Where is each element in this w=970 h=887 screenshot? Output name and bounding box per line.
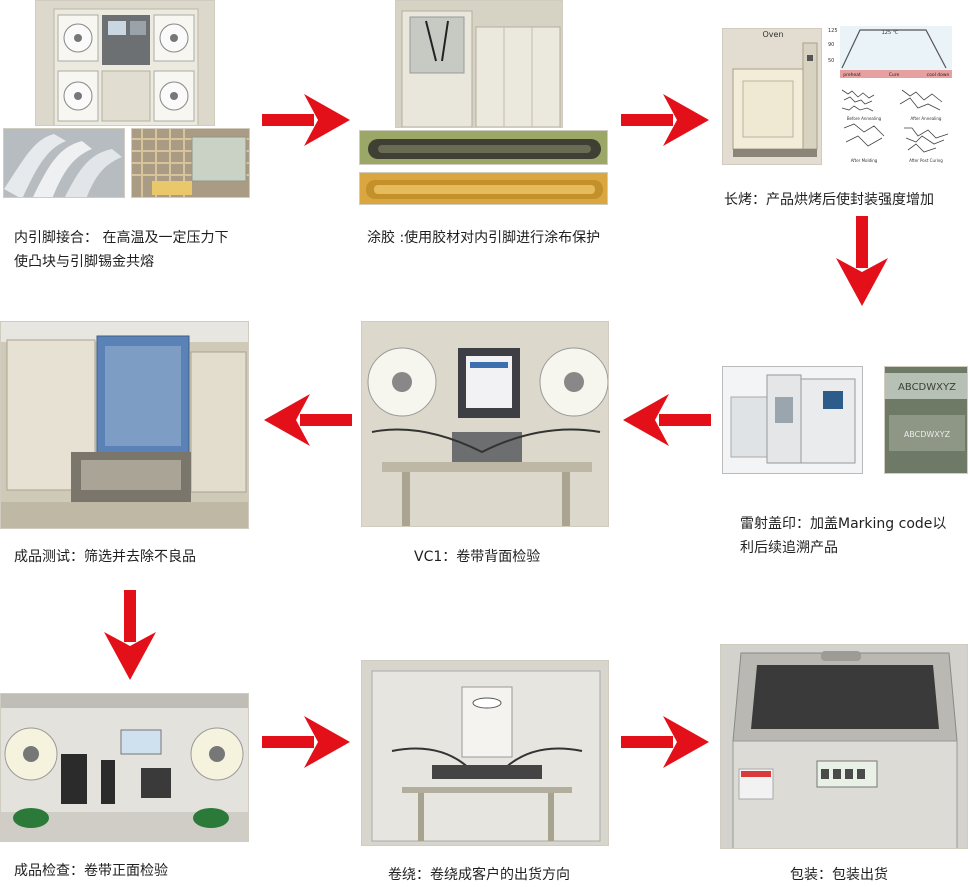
svg-text:50: 50	[828, 58, 834, 64]
arrow-right-icon	[621, 94, 709, 146]
svg-text:After Post Curing: After Post Curing	[909, 158, 943, 163]
step-caption-bonding: 内引脚接合： 在高温及一定压力下 使凸块与引脚锡金共熔	[14, 230, 229, 270]
molecular-structure-panels: Before Annealing After Annealing After M…	[836, 84, 956, 166]
bonding-machine-photo	[35, 0, 215, 126]
lead-pattern-photo	[131, 128, 250, 198]
svg-text:cool down: cool down	[927, 72, 950, 78]
step-caption-long-bake: 长烤：产品烘烤后使封装强度增加	[724, 192, 934, 208]
step-caption-packing: 包装：包装出货	[790, 867, 888, 883]
svg-text:Before Annealing: Before Annealing	[847, 116, 882, 121]
vc1-machine-photo	[361, 321, 609, 527]
svg-text:90: 90	[828, 42, 834, 48]
coating-machine-photo	[395, 0, 563, 128]
cure-curve-chart: 125 90 50 125 ℃ preheat Cure cool down	[826, 22, 954, 82]
svg-text:125 ℃: 125 ℃	[882, 30, 899, 36]
svg-text:Cure: Cure	[889, 72, 900, 78]
laser-marking-machine-photo	[722, 366, 863, 474]
step-caption-coating: 涂胶 :使用胶材对内引脚进行涂布保护	[367, 230, 601, 246]
arrow-left-icon	[623, 394, 711, 446]
coated-tape-bottom-photo	[359, 172, 608, 205]
arrow-right-icon	[262, 716, 350, 768]
step-caption-final-test: 成品测试：筛选并去除不良品	[14, 549, 196, 565]
coated-tape-top-photo	[359, 130, 608, 165]
arrow-right-icon	[262, 94, 350, 146]
final-test-machine-photo	[0, 321, 249, 529]
step-caption-vc1: VC1：卷带背面检验	[414, 549, 541, 565]
arrow-right-icon	[621, 716, 709, 768]
step-caption-reeling: 卷绕：卷绕成客户的出货方向	[388, 867, 570, 883]
step-caption-final-inspection: 成品检查：卷带正面检验	[14, 863, 168, 879]
packing-machine-photo	[720, 644, 968, 849]
bump-sem-photo	[3, 128, 125, 198]
arrow-left-icon	[264, 394, 352, 446]
svg-text:After Annealing: After Annealing	[911, 116, 942, 121]
svg-text:ABCDWXYZ: ABCDWXYZ	[898, 382, 956, 393]
arrow-down-icon	[836, 216, 888, 306]
arrow-down-icon	[104, 590, 156, 680]
svg-text:After Molding: After Molding	[851, 158, 878, 163]
oven-title: Oven	[762, 30, 783, 39]
reeling-machine-photo	[361, 660, 609, 846]
step-caption-laser-marking: 雷射盖印：加盖Marking code以 利后续追溯产品	[740, 516, 947, 556]
final-inspection-machine-photo	[0, 693, 249, 842]
marking-sample-photo: ABCDWXYZ ABCDWXYZ	[884, 366, 968, 474]
svg-text:ABCDWXYZ: ABCDWXYZ	[904, 430, 951, 439]
svg-text:preheat: preheat	[843, 72, 861, 78]
oven-photo: Oven	[722, 28, 822, 165]
svg-text:125: 125	[828, 28, 838, 34]
